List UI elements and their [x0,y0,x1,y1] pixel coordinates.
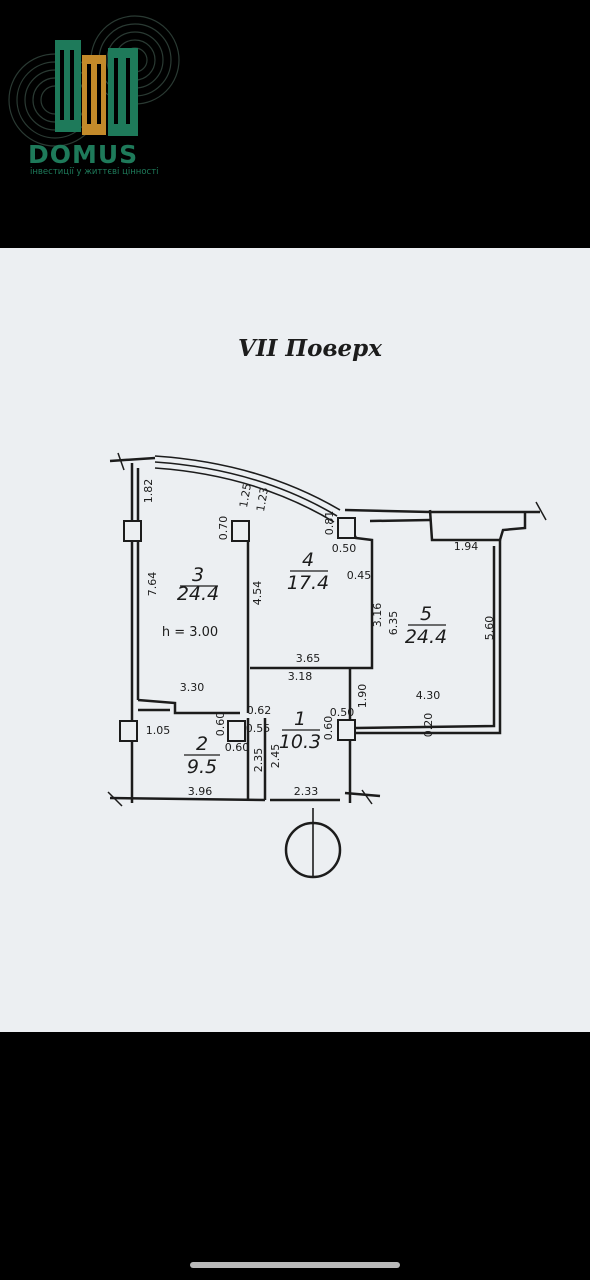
dim-1-82: 1.82 [142,479,155,504]
dim-1-05: 1.05 [146,724,171,737]
floor-plan: VII Поверх [107,335,547,879]
walls [109,455,540,803]
dim-1-25: 1.25 [237,482,254,508]
dim-4-54: 4.54 [251,581,264,606]
dim-0-81: 0.81 [323,511,336,536]
dim-0-50-bottom: 0.50 [330,706,355,719]
ceiling-height: h = 3.00 [162,625,218,640]
dimension-ticks [107,452,547,807]
dim-0-60-b: 0.60 [225,741,250,754]
room-labels: 3 24.4 4 17.4 5 24.4 1 10.3 2 9.5 [177,549,447,778]
dim-1-90: 1.90 [356,684,369,709]
home-indicator[interactable] [190,1262,400,1268]
room-1-area: 10.3 [279,731,321,753]
plan-title: VII Поверх [238,335,382,362]
room-2-area: 9.5 [187,756,217,778]
room-3-number: 3 [192,564,204,586]
domus-emblem-icon [8,15,180,147]
room-4-number: 4 [302,549,314,571]
columns [119,517,356,742]
orientation-circle-icon [284,808,342,879]
dim-0-55: 0.55 [246,722,271,735]
dim-0-20: 0.20 [422,713,435,738]
dim-3-30: 3.30 [180,681,205,694]
room-4-area: 17.4 [287,572,329,594]
brand-tagline: інвестиції у життєві цінності [30,167,159,177]
domus-logo: DOMUS інвестиції у життєві цінності [0,0,200,190]
dim-2-35: 2.35 [252,748,265,773]
dim-6-35: 6.35 [387,611,400,636]
dim-5-60: 5.60 [483,616,496,641]
dim-3-16: 3.16 [371,603,384,628]
dim-7-64: 7.64 [146,572,159,597]
dim-3-96: 3.96 [188,785,213,798]
room-5-number: 5 [420,603,432,625]
room-2-number: 2 [196,733,208,755]
floor-plan-sheet [0,248,590,1032]
dim-3-65: 3.65 [296,652,321,665]
dim-0-70: 0.70 [217,516,230,541]
room-1-number: 1 [294,708,306,730]
dim-0-45: 0.45 [347,569,372,582]
dim-0-60-c: 0.60 [322,716,335,741]
dim-0-62: 0.62 [247,704,272,717]
dim-1-94: 1.94 [454,540,479,553]
brand-name: DOMUS [28,140,139,169]
dim-2-33: 2.33 [294,785,319,798]
room-3-area: 24.4 [177,583,219,605]
dim-0-50-top: 0.50 [332,542,357,555]
dim-4-30: 4.30 [416,689,441,702]
dimension-labels: 1.82 7.64 0.70 1.25 1.23 0.81 0.50 1.94 … [142,479,496,798]
dim-1-23: 1.23 [254,486,271,512]
dim-2-45: 2.45 [269,744,282,769]
dim-3-18: 3.18 [288,670,313,683]
dim-0-60-a: 0.60 [214,712,227,737]
room-5-area: 24.4 [405,626,447,648]
